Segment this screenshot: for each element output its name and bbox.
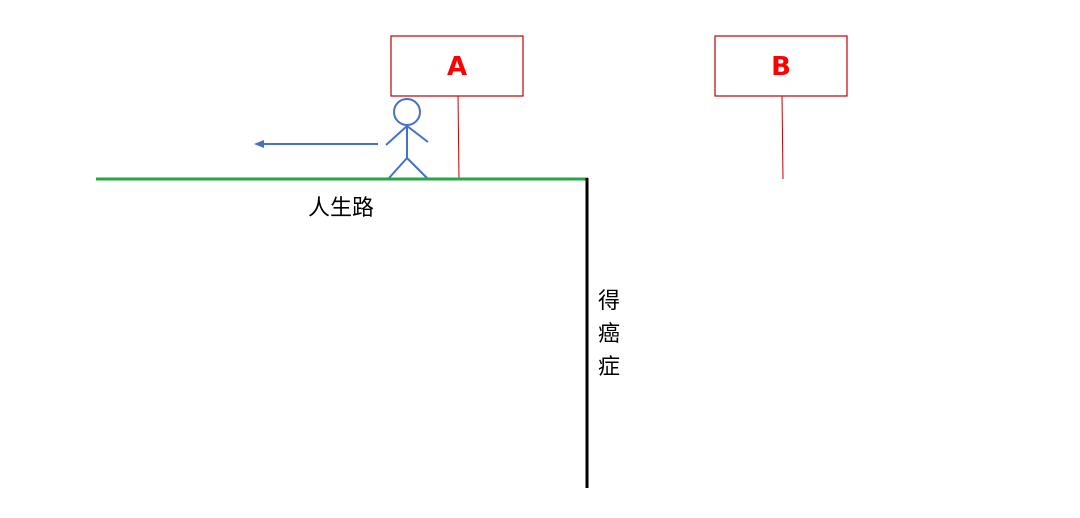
sign-b-label: B <box>771 52 791 82</box>
person-icon <box>385 98 429 179</box>
cliff-label-char-1: 得 <box>598 289 620 314</box>
sign-b-post <box>781 95 784 180</box>
walking-direction-arrow <box>254 140 378 148</box>
sign-a-board <box>390 35 524 97</box>
sign-a: A <box>390 35 524 180</box>
cliff-label-char-3: 症 <box>598 355 620 380</box>
cliff-label-char-2: 癌 <box>598 322 620 347</box>
sign-a-label: A <box>447 52 467 82</box>
sign-b-board <box>714 35 848 97</box>
sign-b: B <box>714 35 848 180</box>
cliff-label: 得 癌 症 <box>598 289 620 380</box>
sign-a-post <box>457 95 460 180</box>
road-label: 人生路 <box>308 196 374 221</box>
